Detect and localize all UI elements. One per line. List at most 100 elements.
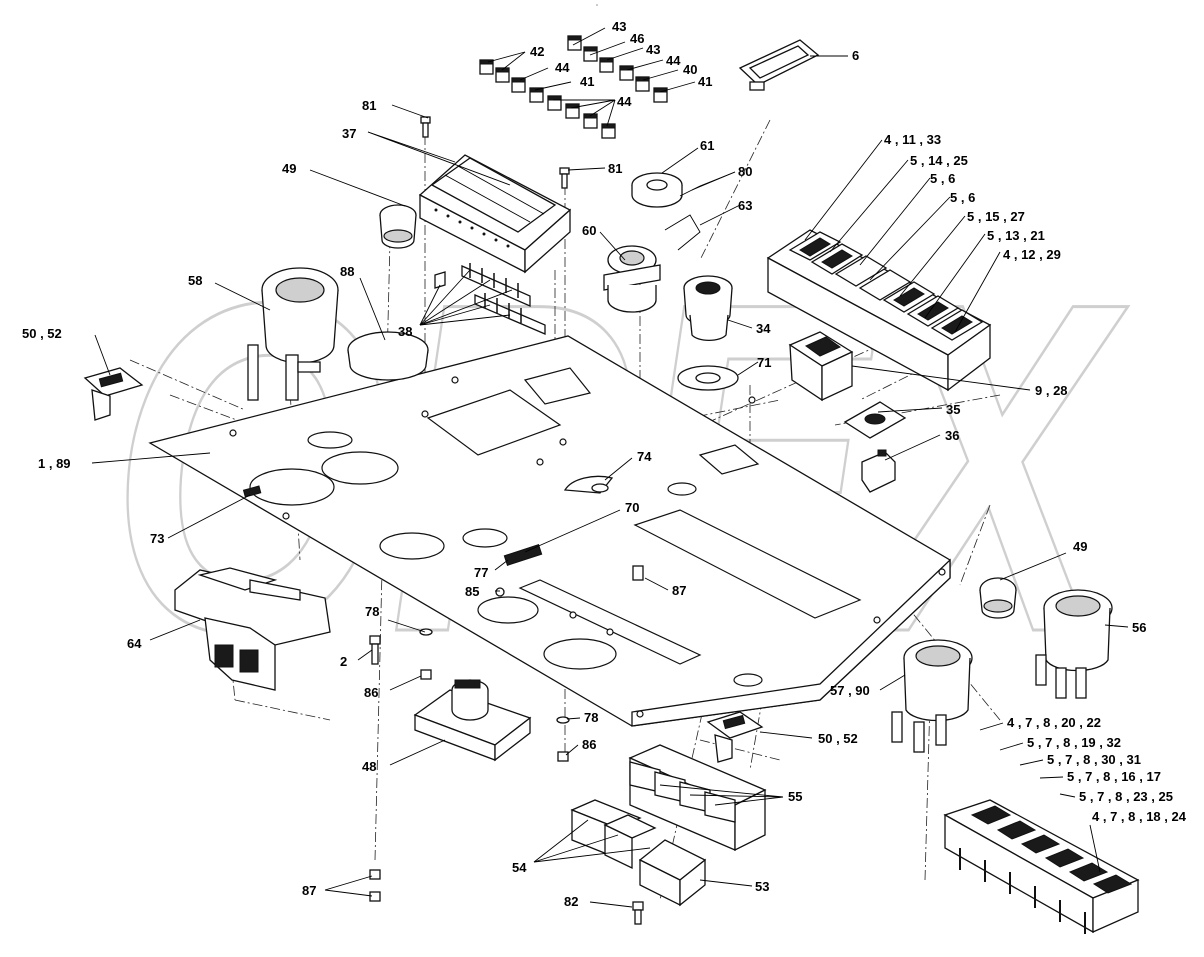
callout-82: 82 bbox=[564, 894, 578, 909]
callout-80: 80 bbox=[738, 164, 752, 179]
callout-63: 63 bbox=[738, 198, 752, 213]
fuse-box-part bbox=[418, 154, 572, 274]
callout-5-7-8-16-17: 5 , 7 , 8 , 16 , 17 bbox=[1067, 769, 1161, 784]
relay-53 bbox=[638, 839, 707, 907]
callout-53: 53 bbox=[755, 879, 769, 894]
panel-cutout-slot bbox=[518, 579, 702, 665]
switch-bank-bottom-right bbox=[943, 799, 1140, 934]
callout-1-89: 1 , 89 bbox=[38, 456, 71, 471]
callout-86: 86 bbox=[582, 737, 596, 752]
clips-38 bbox=[434, 263, 546, 335]
grommet-49-top bbox=[379, 204, 417, 249]
panel-cutout-switchbank bbox=[633, 509, 862, 619]
callout-46: 46 bbox=[630, 31, 644, 46]
callout-44: 44 bbox=[617, 94, 632, 109]
callout-36: 36 bbox=[945, 428, 959, 443]
callout-labels: 43 46 42 43 44 44 40 41 41 44 6 81 37 81… bbox=[22, 19, 1187, 909]
callout-5-7-8-23-25: 5 , 7 , 8 , 23 , 25 bbox=[1079, 789, 1173, 804]
callout-42: 42 bbox=[530, 44, 544, 59]
callout-56: 56 bbox=[1132, 620, 1146, 635]
switch-50-52-bottom bbox=[706, 711, 764, 763]
switch-64 bbox=[174, 567, 331, 691]
callout-5-6: 5 , 6 bbox=[930, 171, 955, 186]
callout-77: 77 bbox=[474, 565, 488, 580]
callout-71: 71 bbox=[757, 355, 771, 370]
switch-bank-top-right bbox=[766, 229, 992, 392]
callout-41: 41 bbox=[580, 74, 594, 89]
callout-5-15-27: 5 , 15 , 27 bbox=[967, 209, 1025, 224]
module-48 bbox=[413, 679, 532, 762]
relays-55 bbox=[628, 744, 767, 852]
fuse-group bbox=[479, 35, 668, 139]
panel-cutout-small bbox=[523, 367, 592, 405]
callout-48: 48 bbox=[362, 759, 376, 774]
callout-73: 73 bbox=[150, 531, 164, 546]
ring-61 bbox=[631, 172, 683, 208]
panel-cutout-switch bbox=[698, 444, 760, 475]
callout-5-14-25: 5 , 14 , 25 bbox=[910, 153, 968, 168]
callout-34: 34 bbox=[756, 321, 771, 336]
leader-lines bbox=[91, 27, 1129, 908]
callout-9-28: 9 , 28 bbox=[1035, 383, 1068, 398]
rocker-9-28 bbox=[788, 331, 854, 402]
header-mark: ° bbox=[596, 4, 598, 10]
callout-35: 35 bbox=[946, 402, 960, 417]
callout-5-7-8-30-31: 5 , 7 , 8 , 30 , 31 bbox=[1047, 752, 1141, 767]
washer-78 bbox=[419, 628, 570, 724]
gauge-58 bbox=[247, 267, 339, 401]
callout-49: 49 bbox=[282, 161, 296, 176]
callout-61: 61 bbox=[700, 138, 714, 153]
callout-4-11-33: 4 , 11 , 33 bbox=[884, 132, 941, 147]
callout-6: 6 bbox=[852, 48, 859, 63]
callout-43: 43 bbox=[646, 42, 660, 57]
callout-5-13-21: 5 , 13 , 21 bbox=[987, 228, 1045, 243]
callout-87: 87 bbox=[302, 883, 316, 898]
callout-55: 55 bbox=[788, 789, 802, 804]
socket-60 bbox=[603, 245, 661, 313]
relays-54 bbox=[570, 799, 657, 870]
callout-44: 44 bbox=[666, 53, 681, 68]
callout-5-7-8-19-32: 5 , 7 , 8 , 19 , 32 bbox=[1027, 735, 1121, 750]
lens-frame-part bbox=[738, 39, 820, 91]
bolt-2 bbox=[369, 635, 381, 665]
callout-40: 40 bbox=[683, 62, 697, 77]
callout-54: 54 bbox=[512, 860, 527, 875]
callout-4-7-8-18-24: 4 , 7 , 8 , 18 , 24 bbox=[1092, 809, 1187, 824]
base-panel bbox=[148, 335, 951, 727]
callout-87: 87 bbox=[672, 583, 686, 598]
callout-4-7-8-20-22: 4 , 7 , 8 , 20 , 22 bbox=[1007, 715, 1101, 730]
callout-50-52: 50 , 52 bbox=[818, 731, 858, 746]
gauge-56 bbox=[1035, 589, 1113, 699]
panel-cutout-display bbox=[426, 389, 562, 456]
callout-81: 81 bbox=[608, 161, 622, 176]
callout-74: 74 bbox=[637, 449, 652, 464]
callout-4-12-29: 4 , 12 , 29 bbox=[1003, 247, 1061, 262]
callout-57-90: 57 , 90 bbox=[830, 683, 870, 698]
switch-50-52-left bbox=[83, 367, 144, 421]
callout-41: 41 bbox=[698, 74, 712, 89]
callout-2: 2 bbox=[340, 654, 347, 669]
callout-78: 78 bbox=[584, 710, 598, 725]
gauge-hole-left bbox=[249, 468, 335, 506]
callout-43: 43 bbox=[612, 19, 626, 34]
callout-49: 49 bbox=[1073, 539, 1087, 554]
callout-58: 58 bbox=[188, 273, 202, 288]
callout-81: 81 bbox=[362, 98, 376, 113]
callout-38: 38 bbox=[398, 324, 412, 339]
knob-34 bbox=[677, 275, 739, 391]
callout-78: 78 bbox=[365, 604, 379, 619]
nut-85-87 bbox=[369, 565, 644, 902]
callout-86: 86 bbox=[364, 685, 378, 700]
nut-86 bbox=[420, 669, 569, 762]
callout-50-52: 50 , 52 bbox=[22, 326, 62, 341]
grommet-49-right bbox=[979, 577, 1017, 619]
gauge-57-90 bbox=[891, 639, 973, 753]
callout-44: 44 bbox=[555, 60, 570, 75]
callout-88: 88 bbox=[340, 264, 354, 279]
gauge-hole-right bbox=[321, 451, 399, 485]
callout-60: 60 bbox=[582, 223, 596, 238]
callout-37: 37 bbox=[342, 126, 356, 141]
callout-70: 70 bbox=[625, 500, 639, 515]
connector-36 bbox=[861, 449, 896, 493]
